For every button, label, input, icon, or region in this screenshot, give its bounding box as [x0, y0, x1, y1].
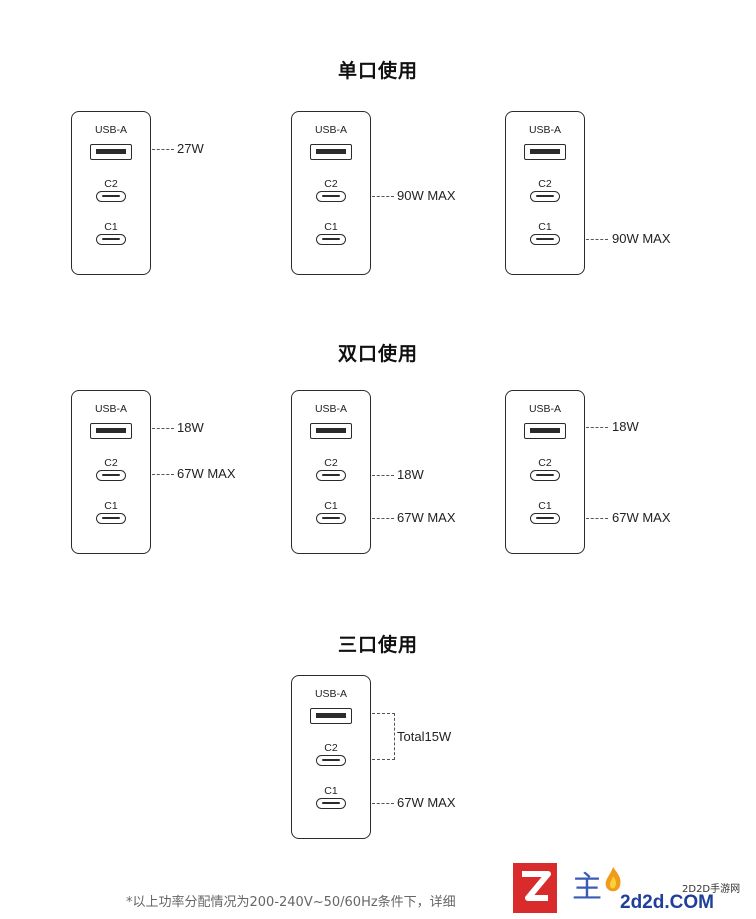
output-power-usb-a: 18W: [177, 420, 204, 435]
usb-c-port-icon: [530, 234, 560, 245]
port-label-usb-a: USB-A: [314, 403, 348, 415]
usb-a-port-icon: [90, 144, 132, 160]
dashed-leader-line: [372, 196, 394, 197]
usb-c-port-icon: [530, 191, 560, 202]
watermark-site-name-cn: 2D2D手游网: [682, 884, 741, 895]
watermark: 主 2D2D手游网 2d2d.COM: [508, 858, 756, 919]
charger-diagram: USB-A C2 C1: [291, 111, 371, 275]
port-label-c2: C2: [538, 178, 552, 190]
port-label-c1: C1: [104, 221, 118, 233]
port-label-c1: C1: [104, 500, 118, 512]
port-label-c2: C2: [104, 457, 118, 469]
port-label-usb-a: USB-A: [528, 403, 562, 415]
usb-c-port-icon: [530, 513, 560, 524]
usb-c-port-icon: [96, 234, 126, 245]
usb-a-port-icon: [310, 423, 352, 439]
watermark-logo-char: 主: [572, 870, 602, 905]
usb-c-port-icon: [316, 513, 346, 524]
output-power-c1: 67W MAX: [397, 795, 456, 810]
watermark-logo-icon: [510, 860, 560, 916]
port-label-c2: C2: [324, 457, 338, 469]
dashed-leader-line: [152, 428, 174, 429]
dashed-leader-line: [586, 518, 608, 519]
port-label-c2: C2: [324, 178, 338, 190]
charger-diagram: USB-A C2 C1: [71, 390, 151, 554]
output-power-c1: 90W MAX: [612, 231, 671, 246]
port-label-c1: C1: [538, 221, 552, 233]
usb-c-port-icon: [96, 513, 126, 524]
charger-diagram: USB-A C2 C1: [505, 111, 585, 275]
dashed-leader-line: [372, 475, 394, 476]
dashed-leader-line: [152, 149, 174, 150]
output-power-c1: 67W MAX: [397, 510, 456, 525]
dashed-leader-line: [372, 803, 394, 804]
port-label-usb-a: USB-A: [94, 403, 128, 415]
usb-c-port-icon: [316, 470, 346, 481]
dashed-leader-line: [586, 427, 608, 428]
charger-diagram: USB-A C2 C1: [71, 111, 151, 275]
usb-a-port-icon: [524, 144, 566, 160]
port-label-c2: C2: [538, 457, 552, 469]
footnote: *以上功率分配情况为200-240V~50/60Hz条件下，详细: [126, 895, 456, 910]
usb-c-port-icon: [96, 191, 126, 202]
usb-a-port-icon: [310, 144, 352, 160]
dashed-leader-line: [152, 474, 174, 475]
output-power-c2: 90W MAX: [397, 188, 456, 203]
port-label-c1: C1: [324, 221, 338, 233]
port-label-usb-a: USB-A: [528, 124, 562, 136]
output-power-c2: 18W: [397, 467, 424, 482]
port-label-usb-a: USB-A: [94, 124, 128, 136]
charger-diagram: USB-A C2 C1: [291, 675, 371, 839]
port-label-c1: C1: [324, 785, 338, 797]
output-power-usb-a-c2-total: Total15W: [397, 729, 452, 744]
dashed-leader-line: [586, 239, 608, 240]
port-label-c1: C1: [538, 500, 552, 512]
dashed-bracket: [372, 713, 395, 760]
charger-diagram: USB-A C2 C1: [505, 390, 585, 554]
usb-a-port-icon: [310, 708, 352, 724]
port-label-c2: C2: [104, 178, 118, 190]
section-title-single-port: 单口使用: [337, 60, 418, 82]
output-power-c2: 67W MAX: [177, 466, 236, 481]
usb-c-port-icon: [316, 798, 346, 809]
flame-icon: [605, 867, 621, 892]
usb-c-port-icon: [316, 234, 346, 245]
port-label-c1: C1: [324, 500, 338, 512]
usb-a-port-icon: [90, 423, 132, 439]
usb-c-port-icon: [316, 755, 346, 766]
charger-diagram: USB-A C2 C1: [291, 390, 371, 554]
output-power-c1: 67W MAX: [612, 510, 671, 525]
output-power-usb-a: 27W: [177, 141, 204, 156]
port-label-usb-a: USB-A: [314, 124, 348, 136]
section-title-triple-port: 三口使用: [337, 634, 418, 656]
usb-a-port-icon: [524, 423, 566, 439]
dashed-leader-line: [372, 518, 394, 519]
usb-c-port-icon: [316, 191, 346, 202]
port-label-c2: C2: [324, 742, 338, 754]
output-power-usb-a: 18W: [612, 419, 639, 434]
usb-c-port-icon: [530, 470, 560, 481]
section-title-dual-port: 双口使用: [337, 343, 418, 365]
usb-c-port-icon: [96, 470, 126, 481]
watermark-site-name-en: 2d2d.COM: [620, 892, 714, 913]
port-label-usb-a: USB-A: [314, 688, 348, 700]
